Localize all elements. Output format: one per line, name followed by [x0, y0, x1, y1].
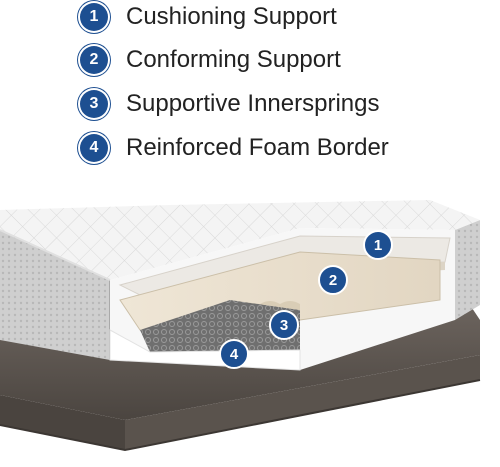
legend-label: Conforming Support [126, 46, 341, 73]
marker-4: 4 [219, 339, 249, 369]
legend-item-1: 1 Cushioning Support [80, 0, 337, 34]
number-badge: 3 [80, 90, 108, 118]
svg-text:4: 4 [230, 346, 239, 363]
legend-item-4: 4 Reinforced Foam Border [80, 131, 389, 165]
number-badge: 2 [80, 46, 108, 74]
legend-label: Reinforced Foam Border [126, 134, 389, 161]
legend-label: Supportive Innersprings [126, 90, 380, 117]
legend-item-2: 2 Conforming Support [80, 43, 341, 77]
number-badge: 1 [80, 3, 108, 31]
svg-text:1: 1 [374, 237, 382, 254]
mattress-cutaway-illustration: 1 2 3 4 [0, 200, 481, 452]
mattress-side-panel [0, 220, 480, 360]
legend-item-3: 3 Supportive Innersprings [80, 87, 379, 121]
svg-text:2: 2 [329, 272, 337, 289]
number-badge: 4 [80, 134, 108, 162]
marker-2: 2 [318, 265, 348, 295]
marker-1: 1 [363, 230, 393, 260]
marker-3: 3 [269, 310, 299, 340]
mattress-quilted-top [0, 200, 480, 281]
legend-label: Cushioning Support [126, 3, 337, 30]
svg-text:3: 3 [280, 317, 288, 334]
